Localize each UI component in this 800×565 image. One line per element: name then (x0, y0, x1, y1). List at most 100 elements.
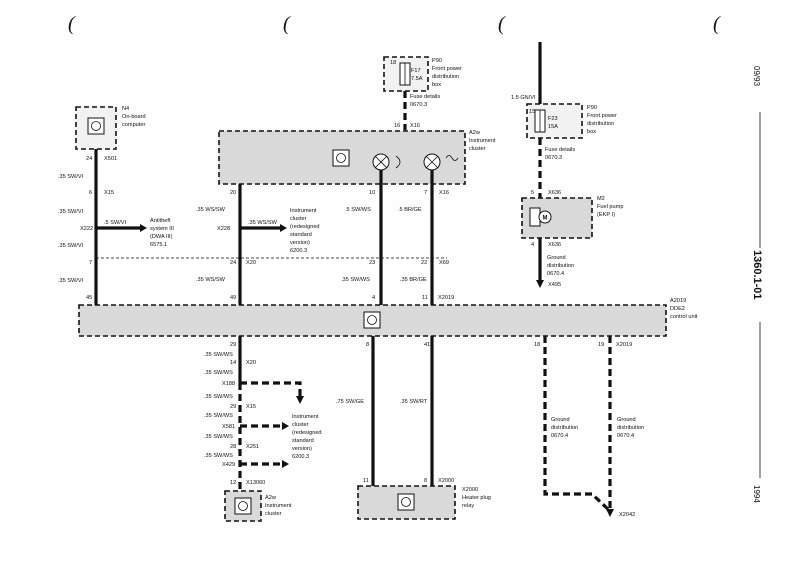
conn-x2019a: X2019 (438, 295, 454, 301)
a2w-top-id: A2w (469, 130, 481, 136)
x188-arrow-icon (296, 396, 304, 404)
ground-right-ref: 0670.4 (617, 433, 634, 439)
p90-right-pin: 15 (529, 109, 535, 115)
wire-label-sw-vi-branch: .5 SW/VI (104, 220, 127, 226)
p90-left-fuse-ref: 0670.3 (410, 102, 427, 108)
p90-right-line2: distribution (587, 121, 614, 127)
m2-id: M2 (597, 196, 605, 202)
year-label: 1994 (752, 485, 761, 503)
conn-x69: X69 (439, 260, 449, 266)
pin-19: 19 (598, 342, 604, 348)
p90-left-line2: distribution (432, 74, 459, 80)
n4-line2: computer (122, 122, 145, 128)
ground-left-line2: distribution (551, 425, 578, 431)
wire-label-sw-rt: .35 SW/RT (400, 399, 428, 405)
conn-x495: X495 (548, 282, 561, 288)
inst-top-line2: cluster (290, 216, 307, 222)
pin-11b: 11 (363, 478, 369, 484)
conn-x429: X429 (222, 462, 235, 468)
p90-right-id: P90 (587, 105, 597, 111)
p90-left-line1: Front power (432, 66, 462, 72)
pin-22: 22 (421, 260, 427, 266)
conn-x16b: X16 (439, 190, 449, 196)
pin-14: 14 (230, 360, 236, 366)
x581-arrow-icon (282, 422, 289, 430)
pin-8: 8 (366, 342, 369, 348)
paren-2: ( (283, 13, 291, 35)
ground-bottom-arrow-icon (606, 509, 614, 517)
antitheft-line3: (DWA III) (150, 234, 173, 240)
n4-line1: On-board (122, 114, 146, 120)
x2000-line2: relay (462, 503, 474, 509)
pin-4b: 4 (531, 242, 534, 248)
a2w-bottom-line1: Instrument (265, 503, 292, 509)
p90-left-id: P90 (432, 58, 442, 64)
a2w-top-line2: cluster (469, 146, 486, 152)
inst-top-line1: Instrument (290, 208, 317, 214)
date-label: 09/93 (752, 66, 761, 87)
wire-label-br-ge-a: .5 BR/GE (398, 207, 422, 213)
motor-symbol: M (543, 216, 548, 222)
inst-top-line5: version) (290, 240, 310, 246)
wire-label-b1: .35 SW/WS (204, 352, 233, 358)
x429-arrow-icon (282, 460, 289, 468)
ground-top-line2: distribution (547, 263, 574, 269)
a2w-top-module-icon (332, 149, 350, 167)
fuse-f23-amp: 15A (548, 124, 558, 130)
ground-right-line2: distribution (617, 425, 644, 431)
a2w-bottom-box (224, 490, 262, 522)
p90-right-fuse-ref: 0670.3 (545, 155, 562, 161)
m2-line2: (EKP I) (597, 212, 615, 218)
inst-bottom-line5: version) (292, 446, 312, 452)
fuel-pump-motor-icon (538, 210, 552, 224)
paren-4: ( (713, 13, 721, 35)
glow-coil-icon (445, 155, 459, 161)
ground-top-line1: Ground (547, 255, 566, 261)
pin-16: 16 (394, 123, 400, 129)
n4-id: N4 (122, 106, 129, 112)
pin-20: 20 (230, 190, 236, 196)
pin-18: 18 (534, 342, 540, 348)
inst-bottom-line2: cluster (292, 422, 309, 428)
pin-4: 4 (372, 295, 375, 301)
wire-label-sw-ws-b: .35 SW/WS (341, 277, 370, 283)
a2019-module-symbol (367, 315, 377, 325)
pin-24b: 24 (230, 260, 236, 266)
conn-x2019b: X2019 (616, 342, 632, 348)
p90-left-fuse-details: Fuse details (410, 94, 440, 100)
pin-23: 23 (369, 260, 375, 266)
pin-5: 5 (531, 190, 534, 196)
conn-x581: X581 (222, 424, 235, 430)
lamp-1-cross-b (374, 155, 388, 169)
p90-right-line3: box (587, 129, 596, 135)
ground-top-arrow-icon (536, 280, 544, 288)
conn-x15b: X15 (246, 404, 256, 410)
wire-label-gn-vi: 1.5 GN/VI (511, 95, 536, 101)
conn-x13060: X13060 (246, 480, 265, 486)
conn-x2042: X2042 (619, 512, 635, 518)
conn-x188: X188 (222, 381, 235, 387)
a2019-line2: control unit (670, 314, 698, 320)
indicator-symbol-icon (395, 155, 401, 169)
page-number: 1360.1-01 (751, 250, 763, 300)
a2w-top-module-symbol (336, 153, 346, 163)
conn-x228: X228 (217, 226, 230, 232)
inst-top-arrow-icon (280, 224, 287, 232)
fuse-f23-id: F23 (548, 116, 558, 122)
conn-x2000b: X2000 (438, 478, 454, 484)
conn-x16a: X16 (410, 123, 420, 129)
conn-x501: X501 (104, 156, 117, 162)
antitheft-ref: 6575.1 (150, 242, 167, 248)
wire-label-sw-vi-1: .35 SW/VI (58, 174, 84, 180)
wire-label-b6: .35 SW/WS (204, 453, 233, 459)
m2-line1: Fuel pump (597, 204, 623, 210)
a2w-bottom-id: A2w (265, 495, 277, 501)
wire-label-ws-sw-2: .35 WS/SW (248, 220, 278, 226)
inst-bottom-line1: Instrument (292, 414, 319, 420)
p90-right-line1: Front power (587, 113, 617, 119)
a2w-bottom-line2: cluster (265, 511, 282, 517)
antitheft-line2: system III (150, 226, 174, 232)
p90-right-fuse-details: Fuse details (545, 147, 575, 153)
